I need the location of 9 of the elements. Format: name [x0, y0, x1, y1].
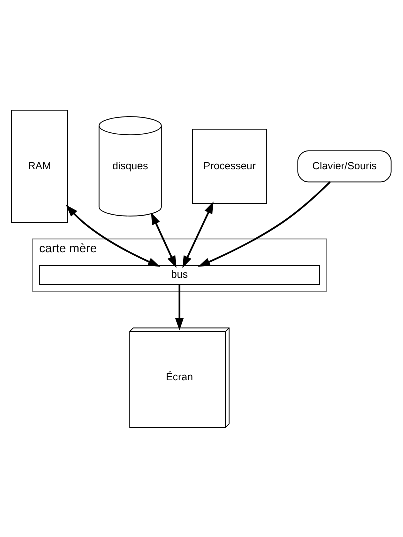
node-box: Clavier/Souris [298, 150, 392, 182]
arrow [66, 204, 160, 266]
arrow [151, 212, 177, 268]
node-box: Processeur [192, 128, 268, 204]
arrow [198, 181, 331, 267]
arrow [175, 284, 184, 330]
arrow [182, 201, 214, 268]
node-box: RAM [11, 110, 68, 223]
node-box: bus [39, 265, 320, 285]
